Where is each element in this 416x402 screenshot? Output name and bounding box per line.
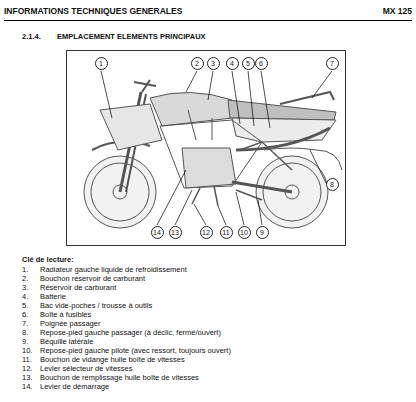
legend-item-number: 1. [22, 266, 28, 274]
callout-number: 14 [153, 229, 161, 236]
callout-number: 3 [211, 60, 215, 67]
callout-number: 7 [330, 60, 334, 67]
legend-item-text: Radiateur gauche liquide de refroidissem… [40, 266, 187, 274]
legend-item-text: Boîte à fusibles [40, 311, 91, 319]
callout-circle: 1 [95, 57, 108, 70]
callout-circle: 2 [191, 57, 204, 70]
callout-circle: 13 [169, 226, 182, 239]
legend-item-number: 2. [22, 275, 28, 283]
motorcycle [84, 80, 342, 228]
legend-item-text: Bouchon réservoir de carburant [40, 275, 145, 283]
callout-circle: 5 [242, 57, 255, 70]
legend-item-text: Bac vide-poches / trousse à outils [40, 302, 152, 310]
callout-number: 9 [260, 229, 264, 236]
callout-number: 6 [259, 60, 263, 67]
leader-lines [101, 71, 332, 225]
callout-circle: 14 [151, 226, 164, 239]
legend-item-text: Réservoir de carburant [40, 284, 116, 292]
legend-item-text: Batterie [40, 293, 66, 301]
legend-item-text: Béquille latérale [40, 338, 93, 346]
legend-item-text: Levier de démarrage [40, 383, 109, 391]
legend-item-text: Levier sélecteur de vitesses [40, 365, 133, 373]
callout-number: 1 [99, 60, 103, 67]
legend-item-text: Repose-pied gauche pilote (avec ressort,… [40, 347, 231, 355]
callout-circle: 10 [238, 226, 251, 239]
legend-heading: Clé de lecture: [22, 256, 74, 264]
legend-item-number: 9. [22, 338, 28, 346]
callout-number: 13 [171, 229, 179, 236]
section-title: EMPLACEMENT ELEMENTS PRINCIPAUX [57, 33, 206, 41]
callout-number: 5 [246, 60, 250, 67]
legend-item-text: Poignée passager [40, 320, 100, 328]
legend-item-number: 5. [22, 302, 28, 310]
callout-number: 11 [222, 229, 229, 236]
callout-circle: 7 [326, 57, 339, 70]
figure-frame [67, 51, 346, 246]
callout-number: 4 [230, 60, 234, 67]
callout-circle: 11 [220, 226, 233, 239]
header-rule [4, 20, 412, 21]
callout-circle: 6 [255, 57, 268, 70]
callout-circle: 9 [256, 226, 269, 239]
legend-item-text: Bouchon de remplissage huile boîte de vi… [40, 374, 199, 382]
legend-item-text: Repose-pied gauche passager (à déclic, f… [40, 329, 221, 337]
legend-item-number: 6. [22, 311, 28, 319]
legend-item-number: 3. [22, 284, 28, 292]
callout-number: 2 [195, 60, 199, 67]
legend-item-number: 13. [22, 374, 32, 382]
section-number: 2.1.4. [22, 33, 41, 41]
callout-number: 8 [330, 181, 334, 188]
callout-number: 12 [202, 229, 210, 236]
legend-item-number: 7. [22, 320, 28, 328]
legend-item-number: 12. [22, 365, 32, 373]
legend-item-text: Bouchon de vidange huile boîte de vitess… [40, 356, 185, 364]
legend-item-number: 8. [22, 329, 28, 337]
callout-circle: 3 [207, 57, 220, 70]
callout-circle: 4 [226, 57, 239, 70]
callout-circle: 8 [326, 178, 339, 191]
model-name: MX 125 [383, 7, 412, 16]
callout-number: 10 [240, 229, 248, 236]
page-title: INFORMATIONS TECHNIQUES GENERALES [4, 7, 182, 16]
legend-item-number: 4. [22, 293, 28, 301]
callout-circle: 12 [200, 226, 213, 239]
legend-item-number: 11. [22, 356, 32, 364]
legend-item-number: 14. [22, 383, 32, 391]
legend-item-number: 10. [22, 347, 32, 355]
